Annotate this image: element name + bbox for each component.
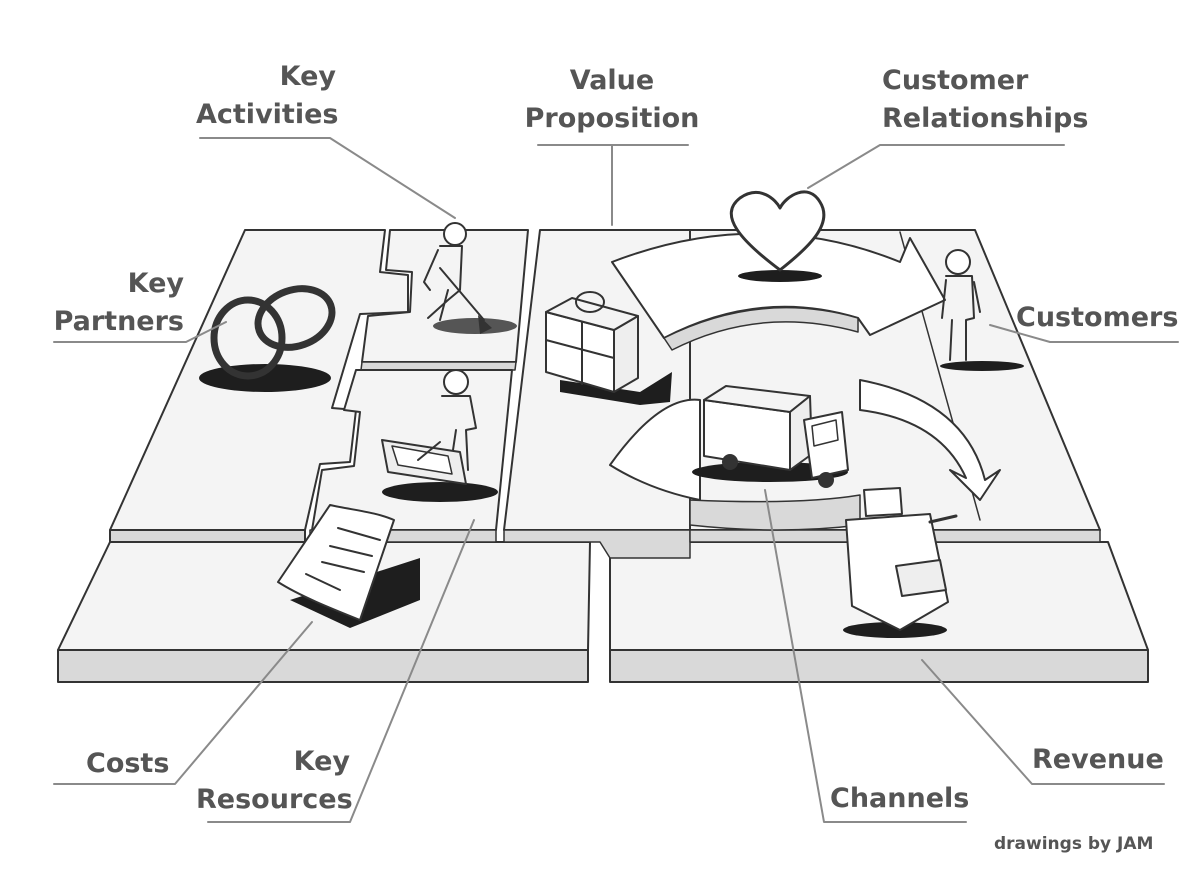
customer-person-icon	[940, 249, 1024, 371]
key-activities-line-2: Activities	[196, 99, 339, 130]
lower-arrow	[609, 379, 1001, 531]
key-activities-line-1: Key	[279, 61, 336, 92]
channels-leader	[764, 489, 967, 823]
channels-label: Channels	[830, 783, 970, 814]
key-partners-line-2: Partners	[53, 306, 184, 337]
costs-leader	[53, 621, 313, 785]
key-resources-leader	[207, 519, 475, 823]
value-proposition-line-2: Proposition	[524, 103, 700, 134]
revenue-label: Revenue	[1032, 744, 1164, 775]
key-partners-leader	[53, 321, 227, 343]
costs-label: Costs	[86, 748, 170, 779]
digging-person-icon	[423, 222, 517, 334]
heart-icon	[729, 190, 826, 282]
leader-lines	[53, 137, 1179, 823]
key-partners-line-1: Key	[127, 268, 184, 299]
receipt-icon	[277, 504, 420, 628]
value-proposition-label: Value Proposition	[520, 62, 704, 138]
value-proposition-leader	[537, 144, 689, 226]
key-resources-line-1: Key	[293, 746, 350, 777]
cash-register-icon	[843, 487, 958, 638]
key-partners-label: Key Partners	[50, 265, 184, 341]
customers-leader	[989, 324, 1179, 343]
customer-relationships-line-1: Customer	[882, 65, 1029, 96]
revenue-leader	[921, 659, 1165, 785]
key-activities-label: Key Activities	[196, 58, 339, 134]
truck-icon	[692, 385, 849, 488]
key-resources-line-2: Resources	[196, 784, 353, 815]
rings-icon	[199, 285, 336, 392]
customer-relationships-label: Customer Relationships	[882, 62, 1089, 138]
gift-box-icon	[545, 291, 672, 405]
value-proposition-line-1: Value	[569, 65, 655, 96]
customer-relationships-leader	[807, 144, 1065, 189]
key-resources-label: Key Resources	[196, 743, 353, 819]
drawings-credit: drawings by JAM	[994, 834, 1154, 854]
customers-label: Customers	[1016, 302, 1179, 333]
customer-relationships-line-2: Relationships	[882, 103, 1089, 134]
person-with-machine-icon	[381, 369, 498, 502]
upper-arrow	[611, 232, 946, 351]
key-activities-leader	[199, 137, 456, 219]
